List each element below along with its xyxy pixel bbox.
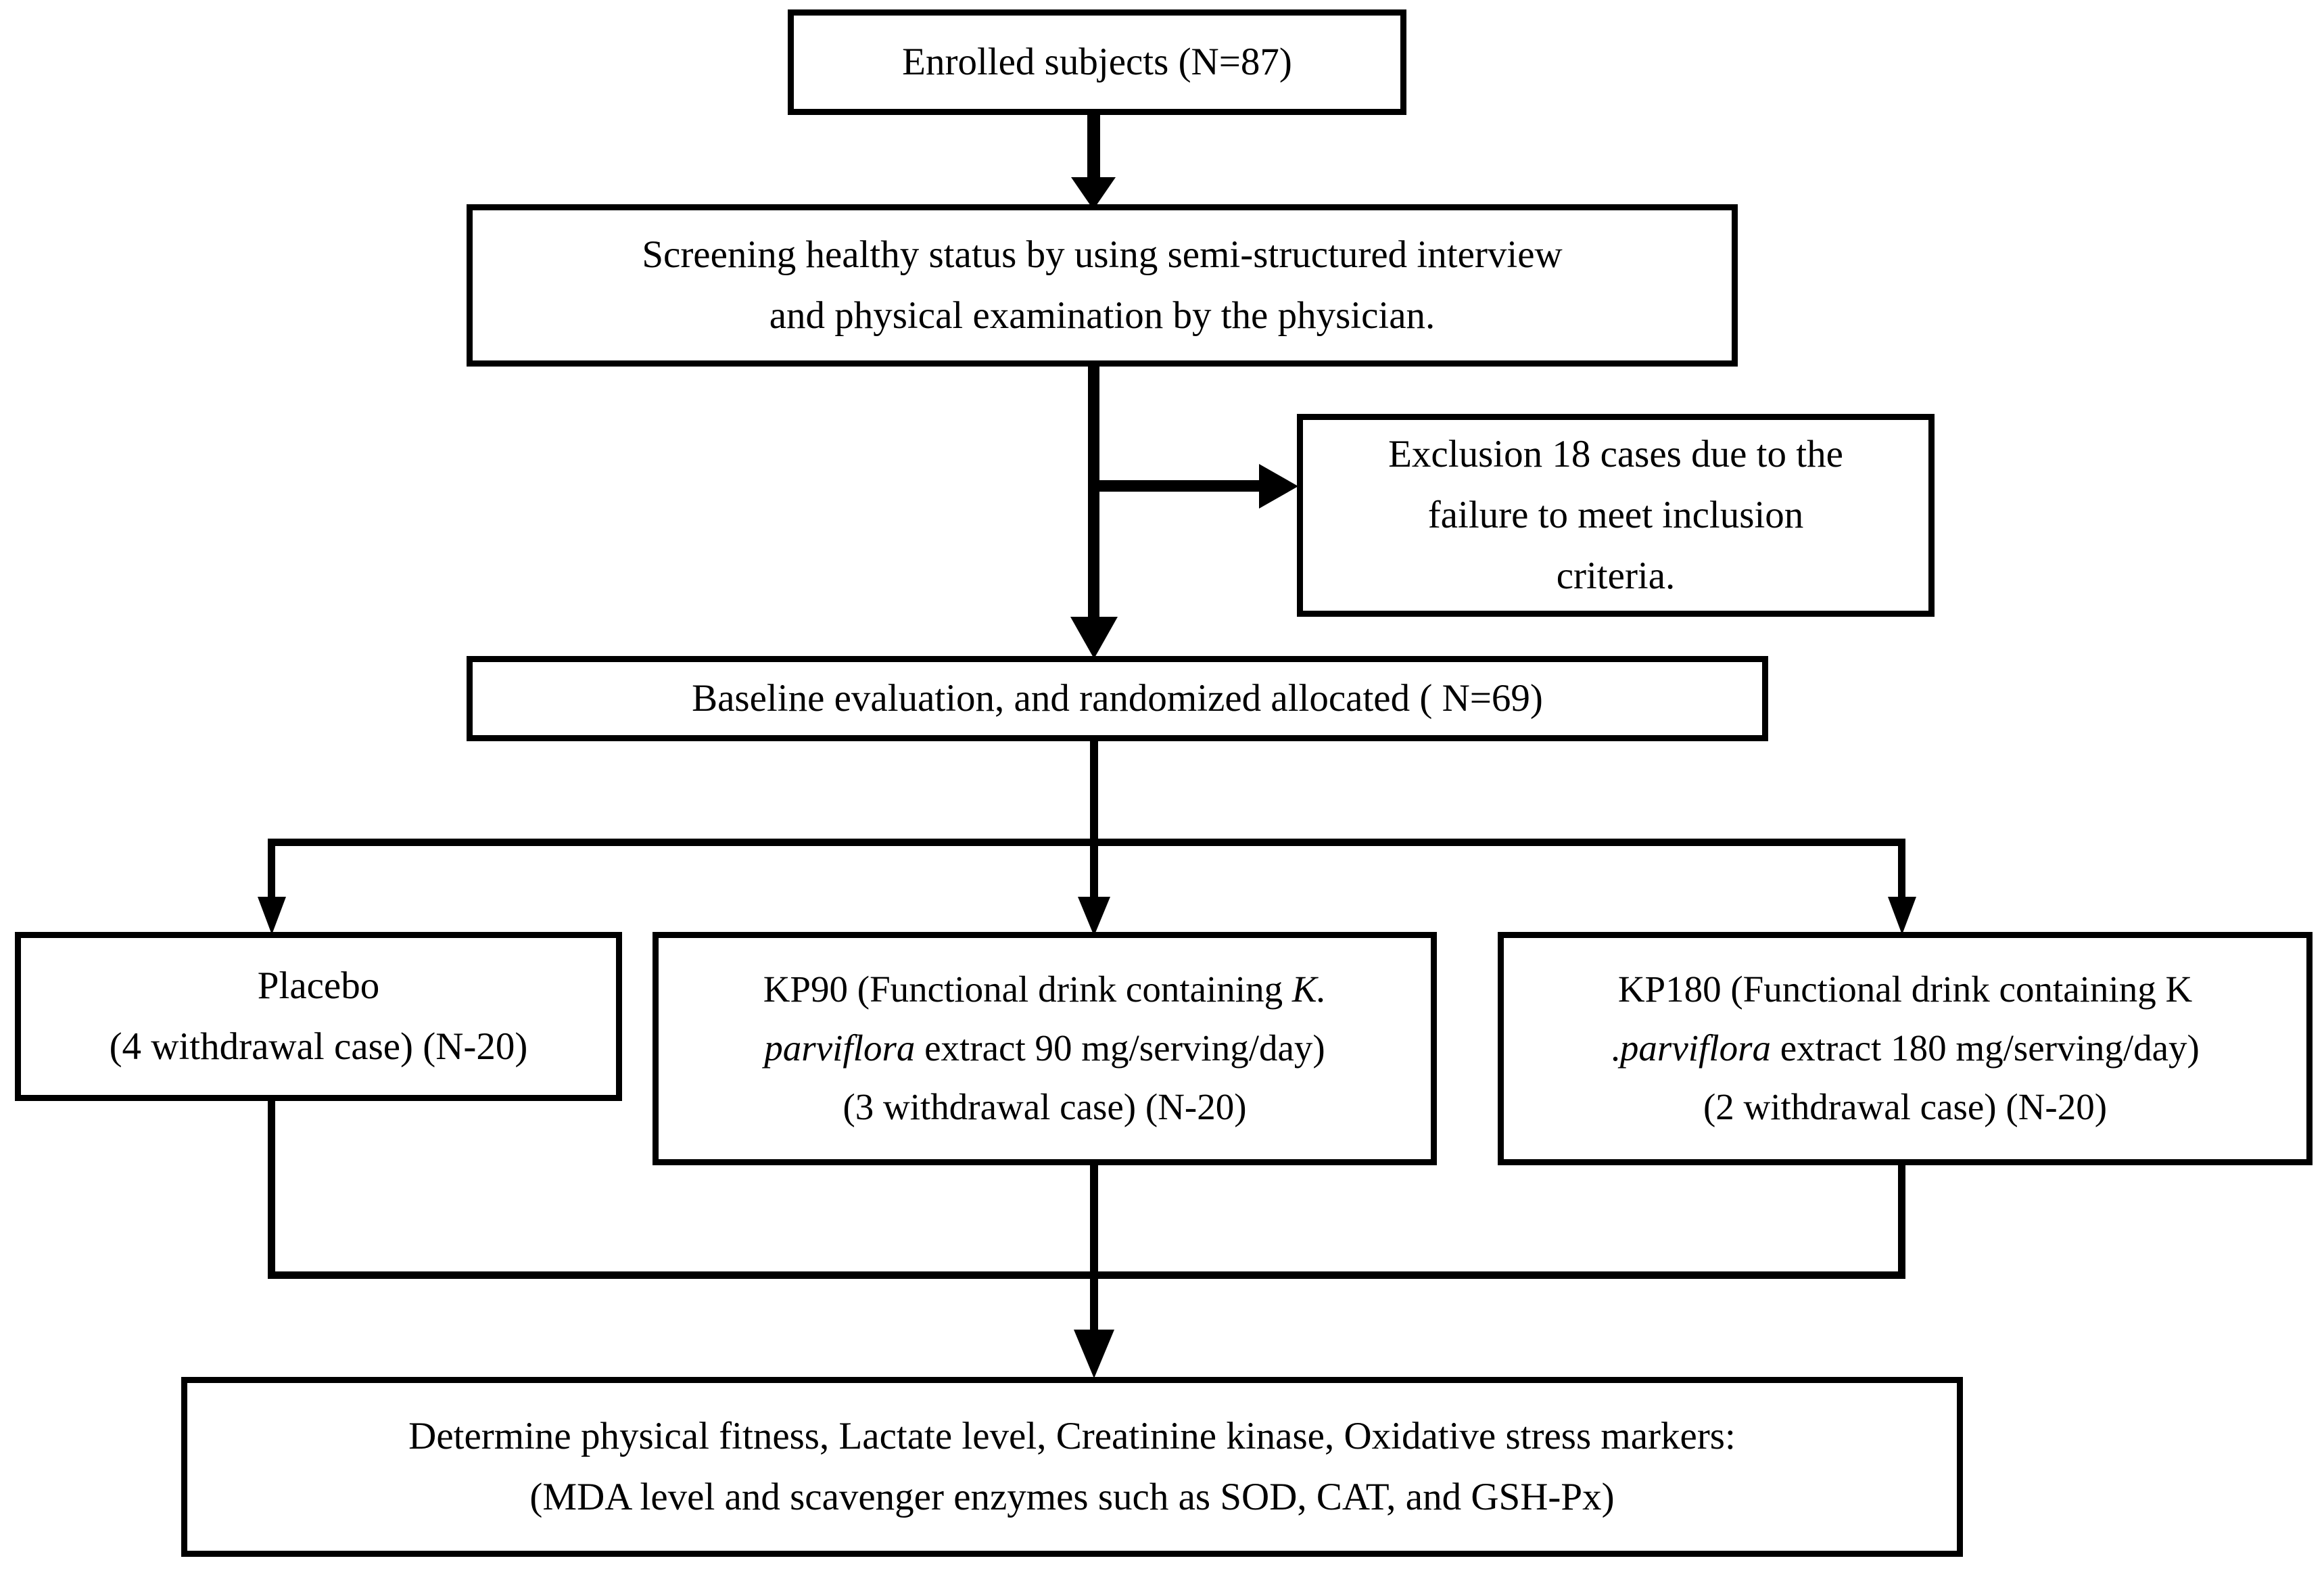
node-placebo-group: Placebo (4 withdrawal case) (N-20) [15, 932, 622, 1101]
connector-split-to-kp180-stem [1898, 844, 1905, 902]
connector-kp90-down-stem [1090, 1165, 1098, 1277]
connector-split-to-placebo-stem [268, 844, 275, 902]
node-kp180-group: KP180 (Functional drink containing K .pa… [1498, 932, 2313, 1165]
node-exclusion-line-2: failure to meet inclusion [1427, 493, 1804, 536]
connector-kp180-down-stem [1898, 1165, 1905, 1277]
node-screening: Screening healthy status by using semi-s… [467, 204, 1738, 367]
node-exclusion-line-3: criteria. [1556, 555, 1676, 598]
connector-group-split-bar [268, 839, 1905, 846]
node-kp180-line-1-text: KP180 (Functional drink containing [1617, 968, 2166, 1010]
connector-merge-to-outcome-stem [1090, 1277, 1098, 1336]
node-baseline-evaluation: Baseline evaluation, and randomized allo… [467, 656, 1768, 741]
node-kp90-line-2-dose: extract 90 mg/serving/day) [915, 1027, 1325, 1069]
connector-screening-to-baseline-stem [1088, 367, 1099, 624]
node-kp90-line-1: KP90 (Functional drink containing K. [763, 960, 1327, 1019]
connector-split-to-kp90-stem [1090, 844, 1098, 902]
node-exclusion: Exclusion 18 cases due to the failure to… [1297, 414, 1935, 617]
connector-split-to-kp180-arrowhead [1888, 897, 1916, 935]
connector-screening-to-baseline-arrowhead [1070, 617, 1118, 659]
node-placebo-line-1: Placebo [257, 964, 380, 1007]
node-screening-line-2: and physical examination by the physicia… [769, 294, 1436, 337]
node-enrolled-subjects: Enrolled subjects (N=87) [788, 9, 1406, 115]
node-kp180-line-1: KP180 (Functional drink containing K [1618, 960, 2192, 1019]
node-exclusion-line-1: Exclusion 18 cases due to the [1388, 432, 1843, 475]
connector-split-to-placebo-arrowhead [258, 897, 286, 935]
node-outcome-line-1: Determine physical fitness, Lactate leve… [408, 1414, 1736, 1457]
connector-to-exclusion-stem [1095, 480, 1264, 492]
connector-placebo-down-stem [268, 1101, 275, 1275]
node-kp180-line-2-dose: extract 180 mg/serving/day) [1770, 1027, 2200, 1069]
node-kp180-line-3: (2 withdrawal case) (N-20) [1703, 1085, 2108, 1127]
node-kp180-line-2: .parviflora extract 180 mg/serving/day) [1611, 1019, 2200, 1078]
connector-split-to-kp90-arrowhead [1078, 897, 1110, 936]
node-kp90-line-1-text: KP90 (Functional drink containing [763, 968, 1292, 1010]
node-kp90-line-2-species: parviflora [764, 1027, 916, 1069]
connector-group-merge-bar [268, 1271, 1905, 1279]
node-kp90-line-2: parviflora extract 90 mg/serving/day) [764, 1019, 1325, 1078]
node-kp180-line-1-species-initial: K [2165, 968, 2193, 1010]
node-kp90-line-1-species-initial: K. [1291, 968, 1327, 1010]
node-baseline-line-1: Baseline evaluation, and randomized allo… [692, 676, 1543, 720]
node-outcome-line-2: (MDA level and scavenger enzymes such as… [529, 1476, 1615, 1518]
node-enrolled-subjects-line-1: Enrolled subjects (N=87) [902, 40, 1292, 83]
node-kp180-line-2-species: parviflora [1619, 1027, 1771, 1069]
connector-baseline-down-stem [1090, 741, 1098, 844]
node-outcome-measures: Determine physical fitness, Lactate leve… [181, 1377, 1963, 1557]
node-placebo-line-2: (4 withdrawal case) (N-20) [109, 1025, 528, 1068]
node-kp180-line-2-period: . [1611, 1027, 1620, 1069]
connector-to-exclusion-arrowhead [1259, 464, 1298, 509]
node-screening-line-1: Screening healthy status by using semi-s… [642, 233, 1563, 276]
connector-merge-to-outcome-arrowhead [1074, 1330, 1114, 1378]
node-kp90-group: KP90 (Functional drink containing K. par… [653, 932, 1437, 1165]
node-kp90-line-3: (3 withdrawal case) (N-20) [843, 1085, 1247, 1127]
connector-enrolled-to-screening-stem [1087, 115, 1100, 183]
